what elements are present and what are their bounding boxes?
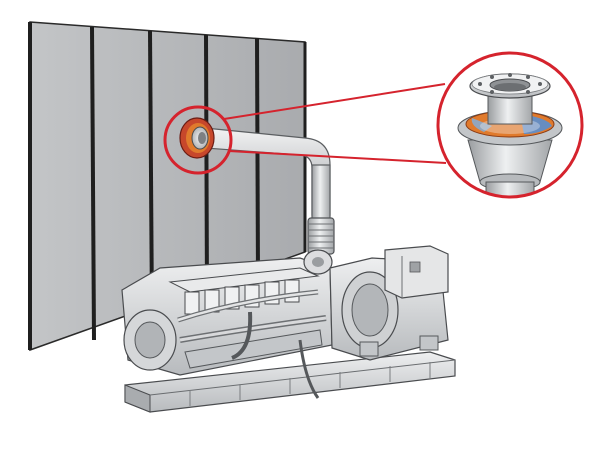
wall-penetration-flange <box>179 117 215 159</box>
callout-leader-lines <box>223 83 447 164</box>
base-frame <box>124 351 456 413</box>
callout-circle <box>163 105 233 175</box>
callout-magnifier <box>436 51 584 199</box>
exhaust-bellows <box>307 217 335 255</box>
flange-seal-detail <box>457 73 563 197</box>
alternator <box>329 245 449 361</box>
diesel-engine <box>121 249 333 399</box>
